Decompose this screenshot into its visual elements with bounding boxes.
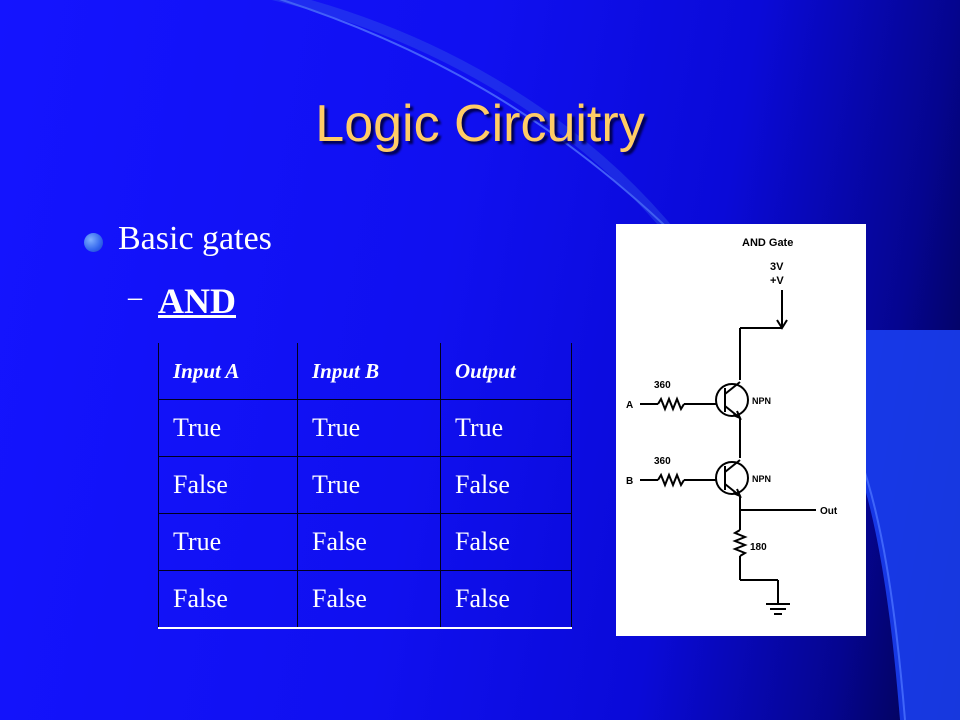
table-cell: False — [158, 456, 298, 514]
table-cell: True — [158, 399, 298, 457]
table-cell: False — [297, 570, 441, 629]
table-cell: True — [297, 456, 441, 514]
table-row: False True False — [158, 456, 572, 514]
resistor-b-label: 360 — [654, 456, 671, 467]
supply-voltage-label: 3V — [770, 261, 784, 273]
table-cell: False — [440, 456, 572, 514]
input-a-label: A — [626, 400, 633, 411]
table-header-row: Input A Input B Output — [158, 343, 572, 400]
diagram-title: AND Gate — [742, 237, 793, 249]
resistor-a-label: 360 — [654, 380, 671, 391]
bullet-dot-icon — [84, 233, 103, 252]
column-header: Input B — [297, 343, 441, 400]
bullet-basic-gates: Basic gates — [118, 220, 272, 257]
output-label: Out — [820, 506, 838, 517]
transistor-b-label: NPN — [752, 474, 771, 484]
resistor-out-label: 180 — [750, 542, 767, 553]
truth-table: Input A Input B Output True True True Fa… — [158, 343, 572, 629]
and-gate-circuit-diagram: AND Gate 3V +V 360 A NPN 360 B NPN Out 1… — [616, 224, 866, 636]
table-cell: False — [440, 570, 572, 629]
table-row: True False False — [158, 513, 572, 571]
table-cell: False — [440, 513, 572, 571]
input-b-label: B — [626, 476, 633, 487]
table-cell: True — [297, 399, 441, 457]
table-row: False False False — [158, 570, 572, 629]
table-cell: False — [297, 513, 441, 571]
sub-bullet-and: AND — [158, 281, 236, 321]
column-header: Input A — [158, 343, 298, 400]
table-cell: False — [158, 570, 298, 629]
column-header: Output — [440, 343, 572, 400]
sub-bullet-dash: – — [128, 282, 142, 313]
supply-plus-v-label: +V — [770, 275, 784, 287]
transistor-a-label: NPN — [752, 396, 771, 406]
table-cell: True — [440, 399, 572, 457]
table-cell: True — [158, 513, 298, 571]
table-row: True True True — [158, 399, 572, 457]
slide-title: Logic Circuitry — [315, 95, 645, 153]
